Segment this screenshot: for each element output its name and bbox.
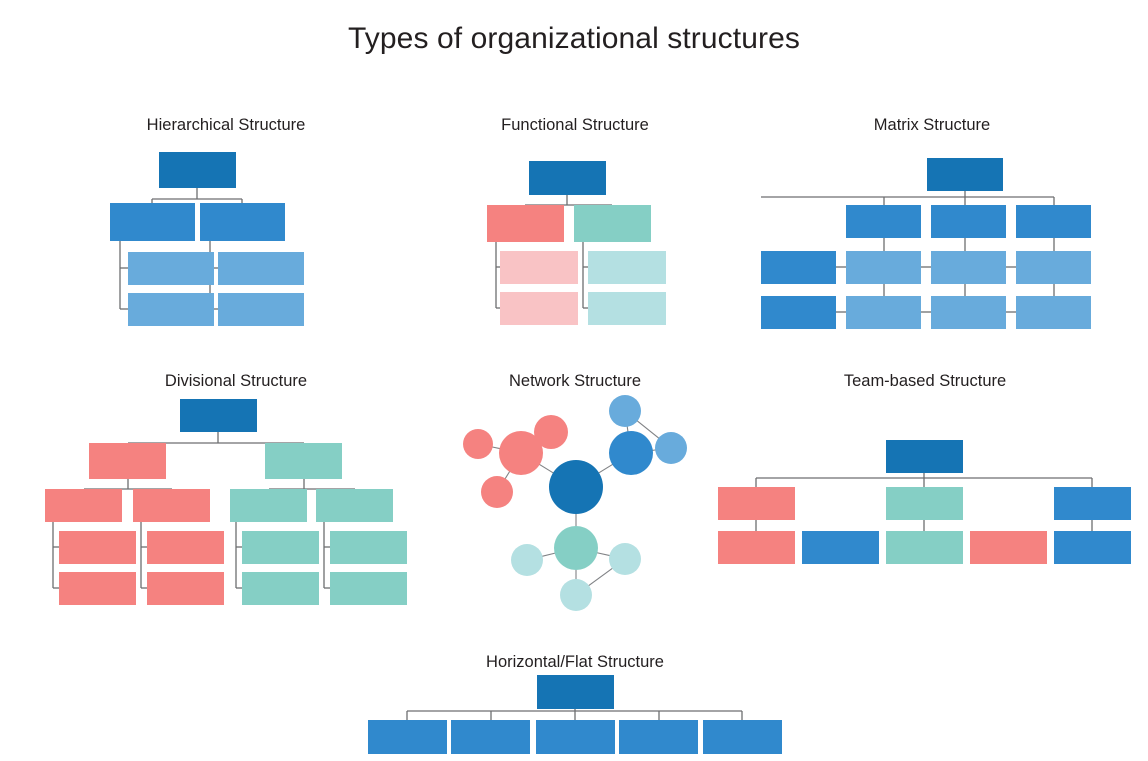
node-network-hub-teal[interactable] <box>554 526 598 570</box>
node-network-hub-center[interactable] <box>549 460 603 514</box>
box-hierarchical-root[interactable] <box>159 152 236 188</box>
chart-title-network: Network Structure <box>508 372 642 390</box>
box-matrix-cell-1-2[interactable] <box>931 251 1006 284</box>
page-title: Types of organizational structures <box>348 22 800 55</box>
box-functional-sub-r1[interactable] <box>588 251 666 284</box>
box-divisional-team-r2a[interactable] <box>330 531 407 564</box>
network-link-hub-teal-node-teal-right <box>596 552 611 557</box>
box-divisional-unit-r2[interactable] <box>316 489 393 522</box>
chart-title-matrix: Matrix Structure <box>873 116 991 134</box>
network-link-hub-center-hub-blue <box>597 463 614 474</box>
box-divisional-team-l1a[interactable] <box>59 531 136 564</box>
box-team-based-team-c[interactable] <box>1054 487 1131 520</box>
chart-title-hierarchical: Hierarchical Structure <box>146 116 306 134</box>
box-functional-root[interactable] <box>529 161 606 195</box>
box-team-based-member-4[interactable] <box>970 531 1047 564</box>
chart-group-divisional <box>45 399 407 605</box>
box-functional-sub-l2[interactable] <box>500 292 578 325</box>
chart-group-network <box>463 395 687 611</box>
box-matrix-cell-2-2[interactable] <box>931 296 1006 329</box>
box-divisional-unit-l1[interactable] <box>45 489 122 522</box>
box-horizontal-flat-unit-1[interactable] <box>368 720 447 754</box>
box-hierarchical-level3-b2[interactable] <box>218 293 304 326</box>
box-hierarchical-level2-a[interactable] <box>110 203 195 241</box>
box-matrix-row-1[interactable] <box>761 251 836 284</box>
box-team-based-member-5[interactable] <box>1054 531 1131 564</box>
box-functional-dept-right[interactable] <box>574 205 651 242</box>
node-network-node-red-left[interactable] <box>463 429 493 459</box>
box-matrix-cell-1-3[interactable] <box>1016 251 1091 284</box>
node-network-node-red-bottom[interactable] <box>481 476 513 508</box>
node-network-node-teal-bottom[interactable] <box>560 579 592 611</box>
box-divisional-unit-l2[interactable] <box>133 489 210 522</box>
box-hierarchical-level3-a2[interactable] <box>128 293 214 326</box>
chart-group-horizontal-flat <box>368 675 782 754</box>
box-horizontal-flat-unit-5[interactable] <box>703 720 782 754</box>
box-divisional-team-r1b[interactable] <box>242 572 319 605</box>
box-horizontal-flat-root[interactable] <box>537 675 614 709</box>
box-team-based-member-3[interactable] <box>886 531 963 564</box>
node-network-node-red-top[interactable] <box>534 415 568 449</box>
box-hierarchical-level2-b[interactable] <box>200 203 285 241</box>
box-matrix-col-2[interactable] <box>931 205 1006 238</box>
box-divisional-team-l2b[interactable] <box>147 572 224 605</box>
box-matrix-row-2[interactable] <box>761 296 836 329</box>
box-divisional-team-r2b[interactable] <box>330 572 407 605</box>
box-functional-sub-r2[interactable] <box>588 292 666 325</box>
box-matrix-col-1[interactable] <box>846 205 921 238</box>
network-link-hub-red-node-red-bottom <box>504 470 511 480</box>
node-network-node-teal-right[interactable] <box>609 543 641 575</box>
box-divisional-team-l2a[interactable] <box>147 531 224 564</box>
box-team-based-root[interactable] <box>886 440 963 473</box>
box-functional-dept-left[interactable] <box>487 205 564 242</box>
box-divisional-div-right[interactable] <box>265 443 342 479</box>
node-network-hub-red[interactable] <box>499 431 543 475</box>
network-link-hub-teal-node-teal-left <box>541 552 556 557</box>
box-horizontal-flat-unit-2[interactable] <box>451 720 530 754</box>
chart-title-team-based: Team-based Structure <box>843 372 1007 390</box>
box-divisional-team-l1b[interactable] <box>59 572 136 605</box>
chart-title-divisional: Divisional Structure <box>164 372 308 390</box>
box-horizontal-flat-unit-3[interactable] <box>536 720 615 754</box>
network-link-hub-blue-node-blue-top <box>626 425 629 433</box>
chart-group-team-based <box>718 440 1131 564</box>
box-matrix-root[interactable] <box>927 158 1003 191</box>
box-matrix-col-3[interactable] <box>1016 205 1091 238</box>
box-team-based-member-2[interactable] <box>802 531 879 564</box>
box-divisional-team-r1a[interactable] <box>242 531 319 564</box>
network-link-hub-center-hub-red <box>538 463 555 474</box>
node-network-node-teal-left[interactable] <box>511 544 543 576</box>
network-link-node-teal-right-node-teal-bottom <box>587 567 614 587</box>
box-divisional-div-left[interactable] <box>89 443 166 479</box>
box-matrix-cell-2-1[interactable] <box>846 296 921 329</box>
network-link-node-blue-top-node-blue-right <box>636 419 660 440</box>
box-divisional-root[interactable] <box>180 399 257 432</box>
chart-group-matrix <box>761 158 1091 329</box>
box-team-based-team-b[interactable] <box>886 487 963 520</box>
box-horizontal-flat-unit-4[interactable] <box>619 720 698 754</box>
network-link-hub-red-node-red-left <box>491 446 501 450</box>
node-network-hub-blue[interactable] <box>609 431 653 475</box>
box-team-based-member-1[interactable] <box>718 531 795 564</box>
node-network-node-blue-right[interactable] <box>655 432 687 464</box>
box-functional-sub-l1[interactable] <box>500 251 578 284</box>
box-divisional-unit-r1[interactable] <box>230 489 307 522</box>
chart-title-horizontal-flat: Horizontal/Flat Structure <box>486 653 664 671</box>
box-matrix-cell-1-1[interactable] <box>846 251 921 284</box>
node-network-node-blue-top[interactable] <box>609 395 641 427</box>
chart-group-hierarchical <box>110 152 304 326</box>
box-team-based-team-a[interactable] <box>718 487 795 520</box>
chart-group-functional <box>487 161 666 325</box>
box-matrix-cell-2-3[interactable] <box>1016 296 1091 329</box>
chart-title-functional: Functional Structure <box>501 116 649 134</box>
box-hierarchical-level3-b1[interactable] <box>218 252 304 285</box>
box-hierarchical-level3-a1[interactable] <box>128 252 214 285</box>
